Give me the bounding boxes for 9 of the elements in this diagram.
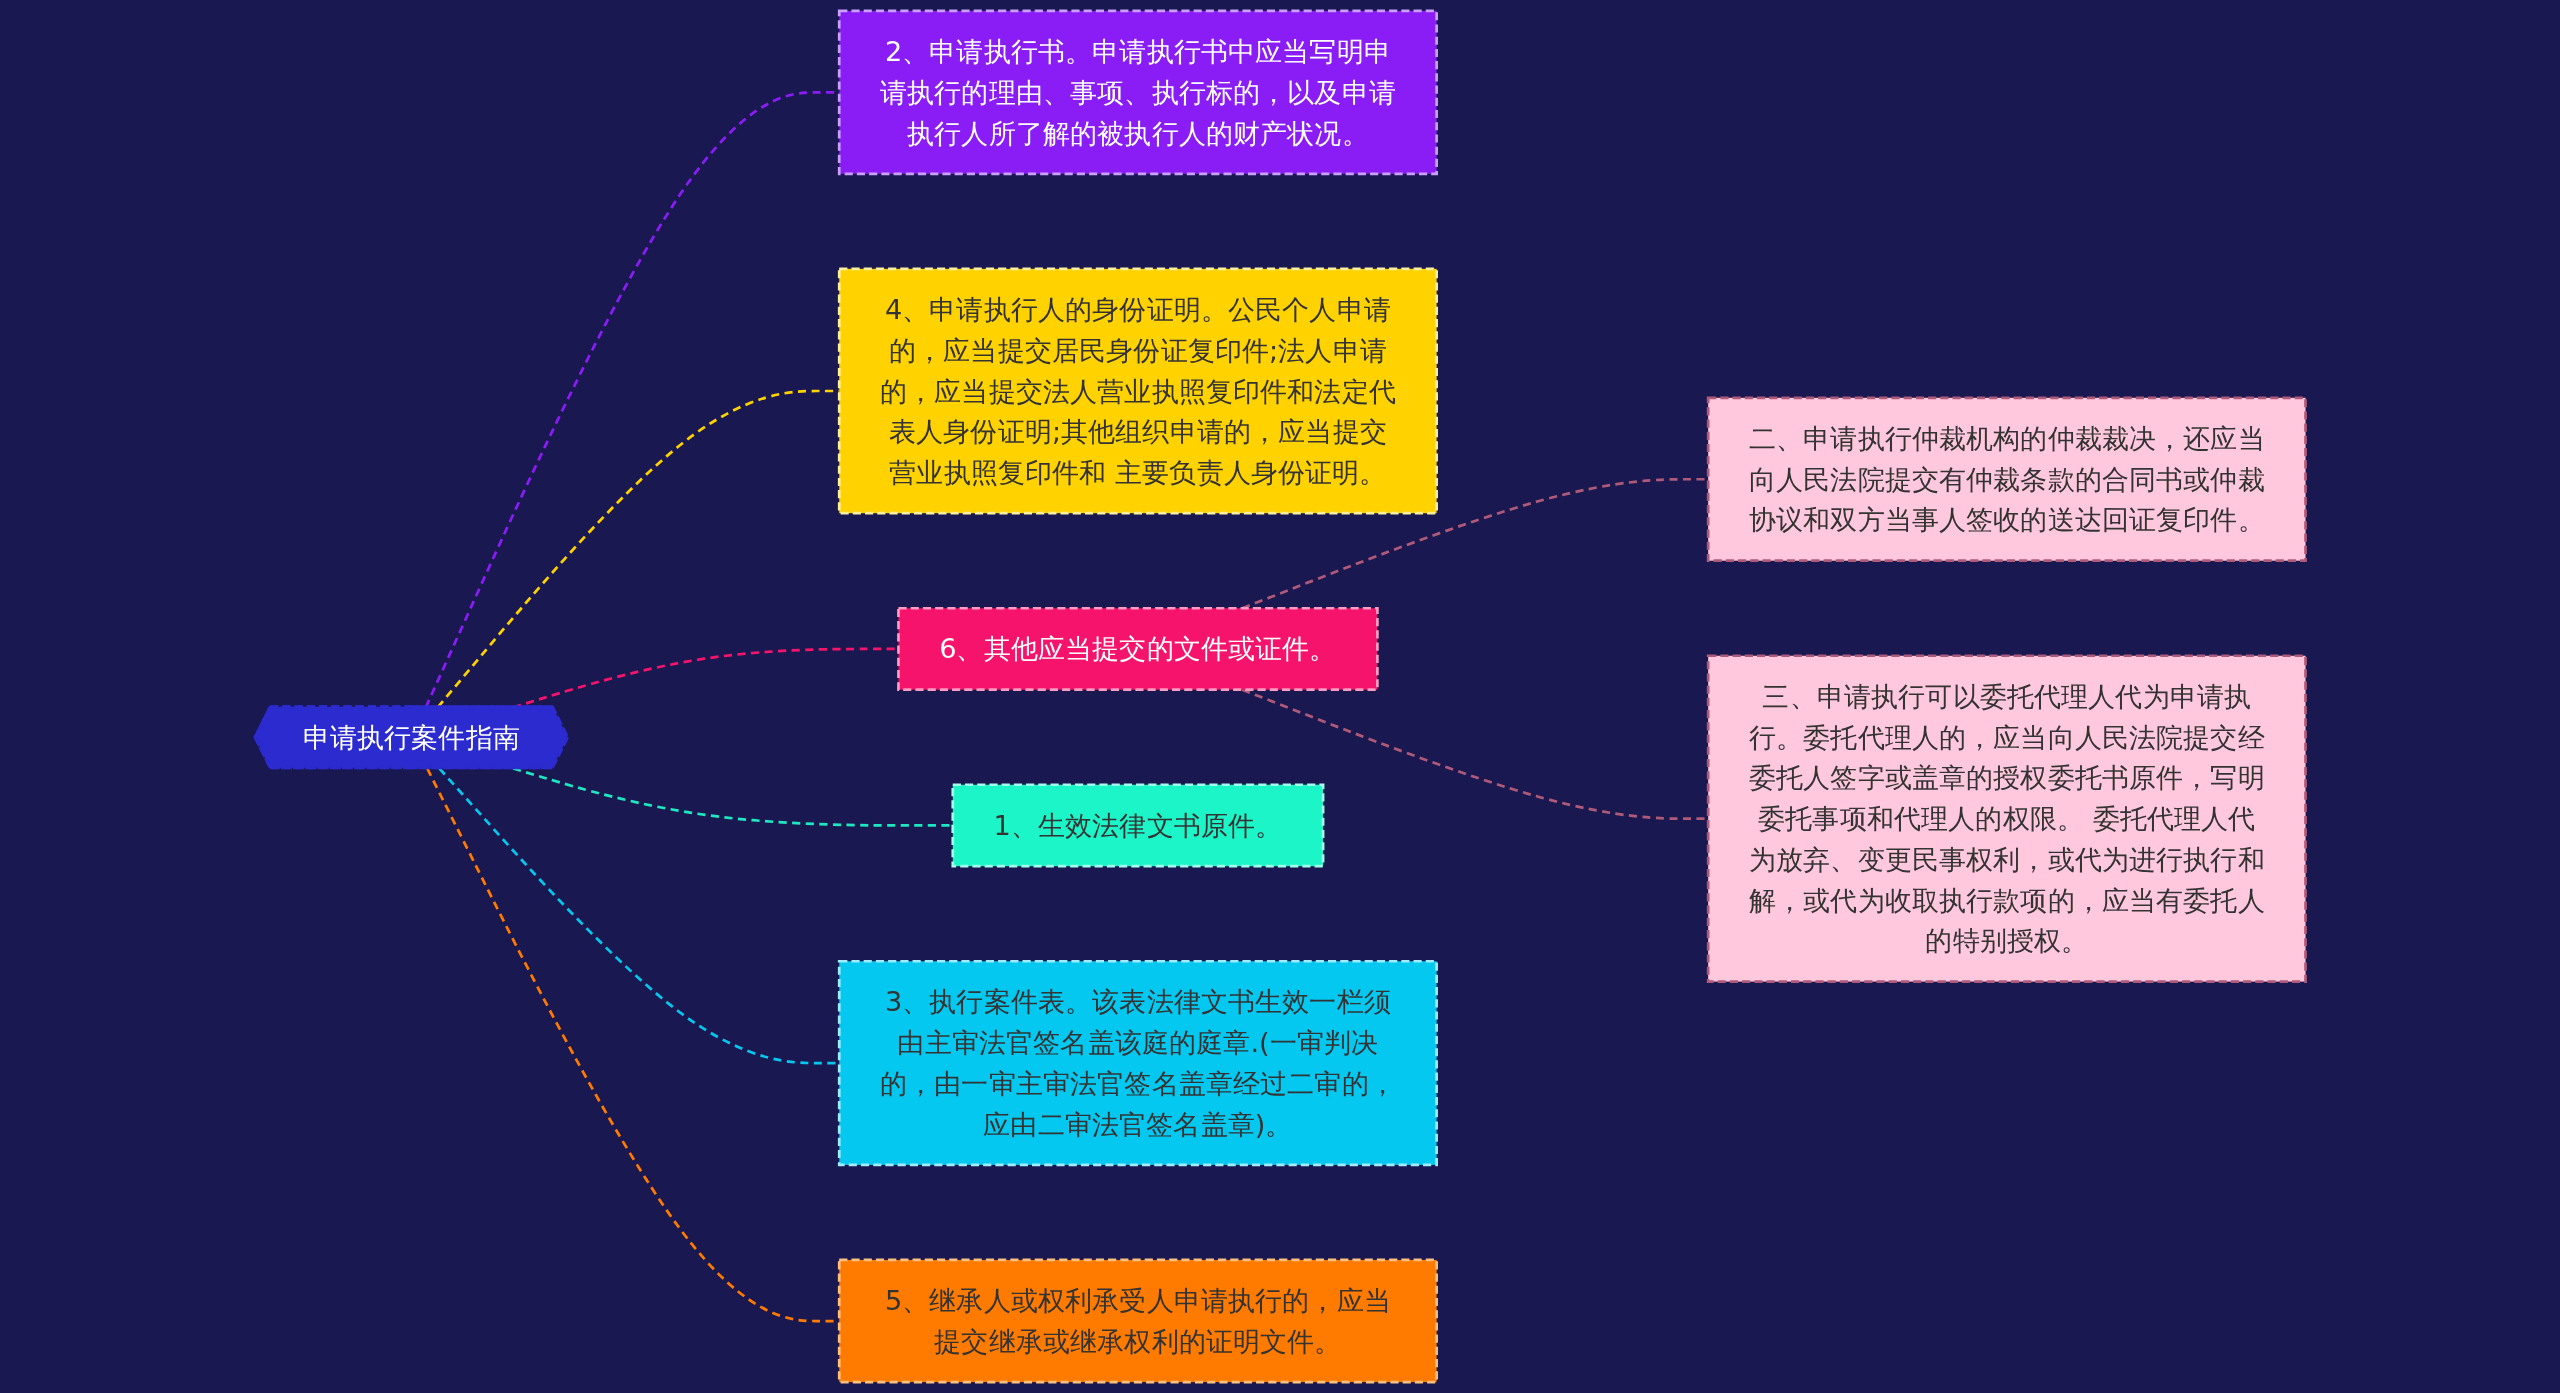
connector [512, 767, 953, 827]
node-box: 三、申请执行可以委托代理人代为申请执行。委托代理人的，应当向人民法院提交经委托人签字或盖章的授权委托书原件，写明委托事项和代理人的权限。 委托代理人代为放弃、变更民事权利，或代为进行执行和解，或代为收取执行款项的，应当有委托人的特别授权。 [1706, 654, 2307, 983]
node-box: 2、申请执行书。申请执行书中应当写明申请执行的理由、事项、执行标的，以及申请执行人所了解的被执行人的财产状况。 [837, 9, 1438, 176]
node-box: 二、申请执行仲裁机构的仲裁裁决，还应当向人民法院提交有仲裁条款的合同书或仲裁协议和双方当事人签收的送达回证复印件。 [1706, 396, 2307, 563]
node-box: 5、继承人或权利承受人申请执行的，应当提交继承或继承权利的证明文件。 [837, 1258, 1438, 1384]
node-box: 3、执行案件表。该表法律文书生效一栏须由主审法官签名盖该庭的庭章.(一审判决的，由一审主审法官签名盖章经过二审的，应由二审法官签名盖章)。 [837, 959, 1438, 1167]
node-box: 1、生效法律文书原件。 [951, 783, 1325, 868]
node-box: 4、申请执行人的身份证明。公民个人申请的，应当提交居民身份证复印件;法人申请的，应当提交法人营业执照复印件和法定代表人身份证明;其他组织申请的，应当提交营业执照复印件和 主要负责人身份证明。 [837, 267, 1438, 515]
node-box: 6、其他应当提交的文件或证件。 [896, 606, 1379, 692]
